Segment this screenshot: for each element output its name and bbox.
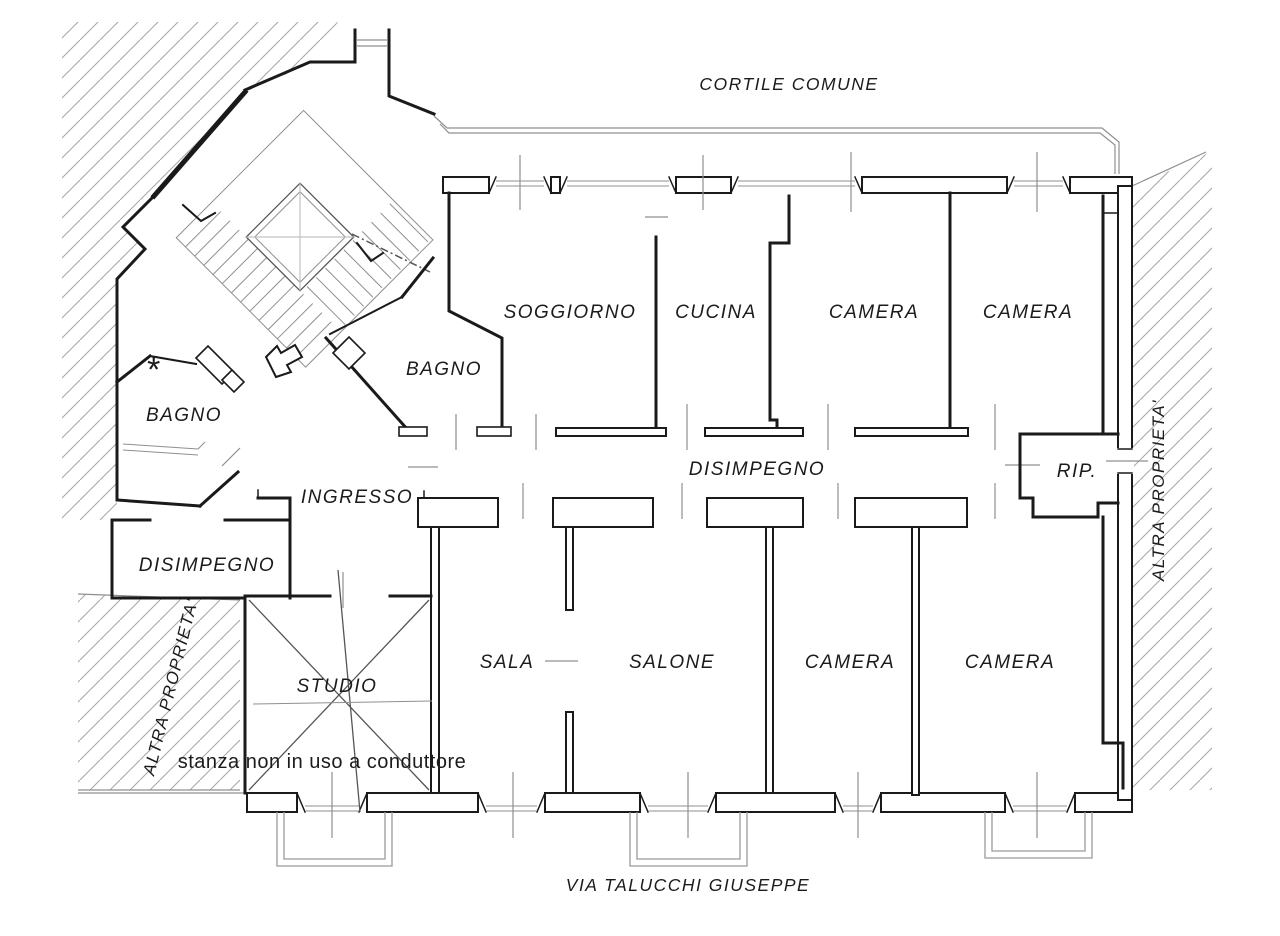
west-rooms-walls — [110, 344, 292, 600]
door-leaf-1 — [181, 203, 217, 223]
label-cucina: CUCINA — [675, 302, 757, 323]
label-ingresso: INGRESSO — [301, 487, 413, 508]
label-bagno-scala: BAGNO — [406, 359, 482, 380]
label-altra-proprieta-est: ALTRA PROPRIETA' — [1149, 399, 1168, 582]
interior-walls-south — [430, 526, 920, 796]
label-camera-sud-1: CAMERA — [805, 652, 895, 673]
hatch-area-top-left — [62, 22, 338, 520]
label-sala: SALA — [480, 652, 535, 673]
label-studio: STUDIO — [297, 676, 378, 697]
label-asterisco: * — [146, 351, 161, 389]
rip-walls — [1018, 432, 1125, 790]
studio-cross-lines — [248, 569, 433, 813]
door-leaf-2 — [355, 241, 385, 263]
label-disimpegno-ovest: DISIMPEGNO — [139, 555, 275, 576]
courtyard-boundary — [433, 115, 1120, 174]
label-soggiorno: SOGGIORNO — [504, 302, 637, 323]
label-nota-conduttore: stanza non in uso a conduttore — [178, 751, 467, 773]
label-cortile-comune: CORTILE COMUNE — [699, 74, 878, 94]
top-windows — [488, 152, 1071, 212]
corridor-walls — [408, 216, 1040, 662]
label-via-talucchi: VIA TALUCCHI GIUSEPPE — [566, 875, 810, 895]
label-camera-nord-2: CAMERA — [983, 302, 1073, 323]
top-exterior-wall — [442, 152, 1133, 212]
hatch-area-right — [1131, 151, 1212, 790]
stair-outer-wall — [150, 88, 249, 200]
label-disimpegno-principale: DISIMPEGNO — [689, 459, 825, 480]
label-camera-nord-1: CAMERA — [829, 302, 919, 323]
label-salone: SALONE — [629, 652, 715, 673]
label-bagno-ovest: BAGNO — [146, 405, 222, 426]
studio-room — [243, 569, 433, 813]
label-rip: RIP. — [1057, 461, 1098, 482]
entrance-arrow-icon — [264, 343, 304, 379]
elevator — [245, 182, 355, 292]
label-camera-sud-2: CAMERA — [965, 652, 1055, 673]
labels-layer: CORTILE COMUNE SOGGIORNO CUCINA CAMERA CAMER… — [139, 74, 1168, 895]
bagno-scala-walls — [323, 255, 436, 437]
property-dash-line — [351, 233, 431, 273]
stairwell — [115, 28, 436, 384]
bottom-exterior-wall — [78, 772, 1133, 838]
bottom-windows — [296, 772, 1076, 838]
interior-walls-north — [447, 191, 1119, 437]
balconies — [276, 812, 1093, 867]
right-exterior-wall — [1106, 185, 1148, 801]
